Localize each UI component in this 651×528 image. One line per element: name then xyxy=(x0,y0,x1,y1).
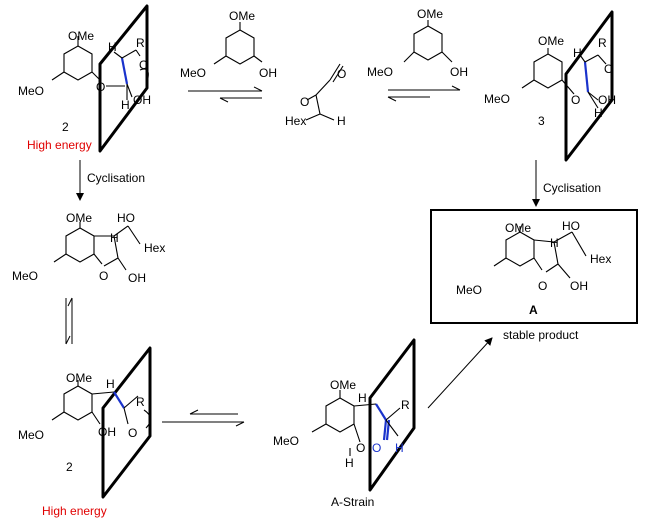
oh-label: OH xyxy=(259,66,277,80)
ether-o-label: O xyxy=(96,80,105,94)
ring-o-label: O xyxy=(99,269,108,283)
compound-number-3: 3 xyxy=(538,114,545,128)
bottom-equilibrium xyxy=(162,409,245,427)
a-strain-structure: OMe MeO H R O H O H A-Strain xyxy=(273,338,416,509)
ome-label: OMe xyxy=(68,29,94,43)
phenol-reagent-right: OMe MeO OH xyxy=(367,7,468,79)
compound-number-2: 2 xyxy=(66,460,73,474)
carbonyl-o-label: O xyxy=(128,426,137,440)
aldehyde-h-label: H xyxy=(395,441,404,455)
benzofuran-left: OMe MeO O H HO Hex OH xyxy=(12,211,165,285)
r-label: R xyxy=(401,398,410,412)
carbonyl-o-label: O xyxy=(139,58,148,72)
oh-label: OH xyxy=(598,93,616,107)
r-label: R xyxy=(136,395,145,409)
structure-2-bottom: OMe MeO H R OH O 2 High energy xyxy=(18,346,152,518)
epoxy-aldehyde: O O Hex H xyxy=(285,63,346,128)
cyclisation-label: Cyclisation xyxy=(543,181,601,195)
h-label: H xyxy=(110,231,119,245)
cyclisation-label: Cyclisation xyxy=(87,171,145,185)
compound-number-2: 2 xyxy=(62,120,69,134)
oh-label: OH xyxy=(128,271,146,285)
cyclisation-arrow-left: Cyclisation xyxy=(76,160,145,201)
ome-label: OMe xyxy=(330,378,356,392)
h-label: H xyxy=(345,456,354,470)
meo-label: MeO xyxy=(18,84,44,98)
h-label: H xyxy=(108,40,117,54)
high-energy-label: High energy xyxy=(42,504,107,518)
ome-label: OMe xyxy=(229,9,255,23)
h-label: H xyxy=(594,106,603,120)
meo-label: MeO xyxy=(12,269,38,283)
structure-3: OMe MeO O H R O OH H 3 xyxy=(484,10,616,162)
oh-label: OH xyxy=(570,279,588,293)
product-a-label: A xyxy=(529,303,538,317)
meo-label: MeO xyxy=(484,92,510,106)
ome-label: OMe xyxy=(66,211,92,225)
oh-label: OH xyxy=(98,425,116,439)
phenol-reagent-left: OMe MeO OH xyxy=(180,9,277,80)
a-strain-label: A-Strain xyxy=(331,495,374,509)
h-label: H xyxy=(550,236,559,250)
ho-label: HO xyxy=(562,219,580,233)
top-equilibrium-right xyxy=(387,85,461,102)
carbonyl-o-label: O xyxy=(604,62,613,76)
h-label: H xyxy=(121,98,130,112)
cyclisation-arrow-right: Cyclisation xyxy=(532,160,601,207)
oh-label: OH xyxy=(133,93,151,107)
high-energy-label: High energy xyxy=(27,138,92,152)
meo-label: MeO xyxy=(180,66,206,80)
meo-label: MeO xyxy=(18,428,44,442)
ome-label: OMe xyxy=(538,34,564,48)
r-label: R xyxy=(598,36,607,50)
ring-o-label: O xyxy=(538,279,547,293)
hex-label: Hex xyxy=(590,252,611,266)
carbonyl-o-label: O xyxy=(372,441,381,455)
aldehyde-o-label: O xyxy=(337,67,346,81)
ether-o-label: O xyxy=(571,93,580,107)
top-equilibrium-left xyxy=(188,86,263,103)
product-a-box: OMe MeO O H HO Hex OH A xyxy=(430,209,638,324)
hex-label: Hex xyxy=(144,241,165,255)
ome-label: OMe xyxy=(417,7,443,21)
ome-label: OMe xyxy=(505,221,531,235)
h-label: H xyxy=(106,377,115,391)
ho-label: HO xyxy=(117,211,135,225)
h-label: H xyxy=(358,391,367,405)
phenol-o-label: O xyxy=(356,441,365,455)
h-label: H xyxy=(573,46,582,60)
r-label: R xyxy=(136,36,145,50)
vertical-equilibrium xyxy=(65,297,73,345)
hex-label: Hex xyxy=(285,114,306,128)
stable-product-label: stable product xyxy=(503,328,579,342)
structure-2-top: OMe MeO O H R O H OH 2 High energy xyxy=(18,4,151,153)
h-label: H xyxy=(337,114,346,128)
meo-label: MeO xyxy=(456,283,482,297)
epoxide-o-label: O xyxy=(300,95,309,109)
meo-label: MeO xyxy=(367,65,393,79)
ome-label: OMe xyxy=(66,371,92,385)
diagonal-arrow xyxy=(427,337,493,409)
oh-label: OH xyxy=(450,65,468,79)
meo-label: MeO xyxy=(273,434,299,448)
